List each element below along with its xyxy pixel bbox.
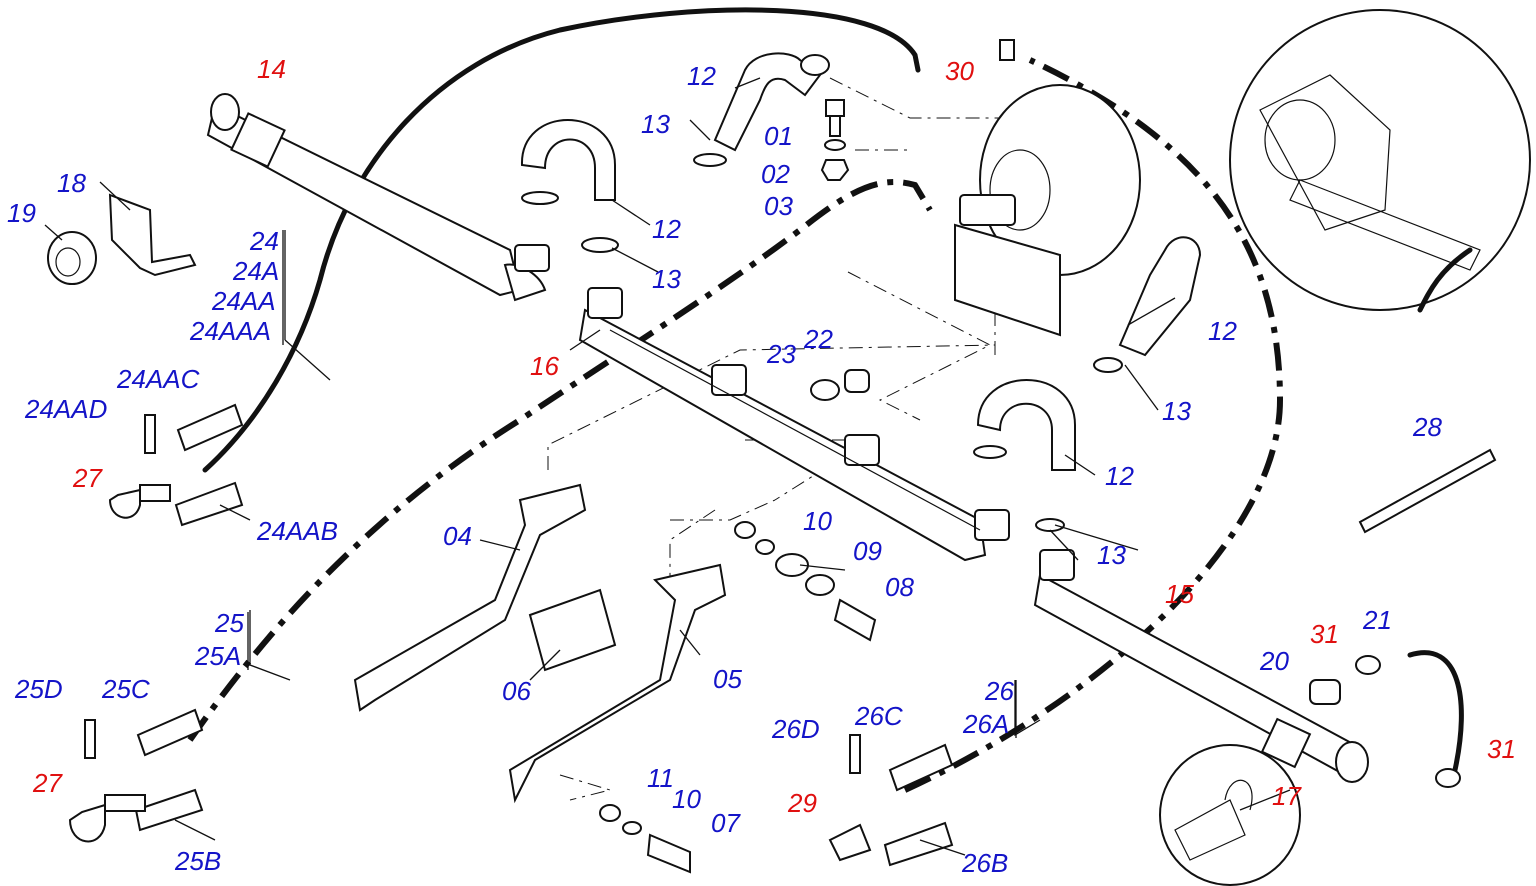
coupler-26 (828, 734, 954, 867)
bracket-18 (108, 193, 197, 277)
label-13-right: 13 (1162, 396, 1191, 426)
label-10-top: 10 (803, 506, 832, 536)
fittings-22-23 (810, 369, 870, 401)
label-22: 22 (803, 324, 833, 354)
label-24AAC: 24AAC (116, 364, 200, 394)
callout-labels: 14 30 16 15 27 27 29 31 31 17 12 12 12 1… (7, 54, 1516, 878)
label-30: 30 (945, 56, 974, 86)
label-28: 28 (1412, 412, 1442, 442)
coupler-24 (108, 403, 244, 527)
label-31-top: 31 (1310, 619, 1339, 649)
label-29: 29 (787, 788, 817, 818)
label-14: 14 (257, 54, 286, 84)
manifold-15 (1033, 549, 1369, 783)
bolt-01 (820, 99, 850, 181)
label-13-top: 13 (641, 109, 670, 139)
label-21: 21 (1362, 605, 1392, 635)
label-01: 01 (764, 121, 793, 151)
hose-26 (903, 57, 1284, 793)
elbow-12-right (1093, 236, 1202, 373)
label-26A: 26A (962, 709, 1009, 739)
label-27-bottom: 27 (32, 768, 63, 798)
label-07: 07 (711, 808, 741, 838)
bracket-04 (353, 483, 587, 712)
hoses (187, 7, 1284, 793)
plate-06 (528, 588, 617, 672)
elbow-12-top (693, 52, 830, 167)
manifold-tube-14 (206, 93, 550, 302)
fittings-20-21-31 (1309, 650, 1464, 788)
label-24AA: 24AA (211, 286, 276, 316)
label-24AAA: 24AAA (189, 316, 271, 346)
blower-30 (954, 39, 1141, 337)
spring-28 (1358, 448, 1497, 534)
label-27-top: 27 (72, 463, 103, 493)
label-26B: 26B (961, 848, 1008, 878)
label-17: 17 (1272, 781, 1302, 811)
leader-lines (44, 77, 1291, 856)
label-26: 26 (984, 676, 1014, 706)
label-24: 24 (249, 226, 279, 256)
elbow-12-left (520, 119, 619, 253)
label-25A: 25A (194, 641, 241, 671)
fasteners-07-10-11 (599, 804, 691, 874)
detail-circle-inset (1229, 9, 1531, 313)
label-24AAD: 24AAD (24, 394, 107, 424)
label-24AAB: 24AAB (256, 516, 338, 546)
label-25D: 25D (14, 674, 63, 704)
label-12-right: 12 (1208, 316, 1237, 346)
label-12-top: 12 (687, 61, 716, 91)
manifold-16 (578, 287, 1010, 562)
cap-19 (47, 231, 97, 285)
label-25: 25 (214, 608, 244, 638)
hose-25 (187, 179, 933, 742)
label-26C: 26C (854, 701, 903, 731)
fasteners-08-09-10 (734, 521, 877, 642)
bracket-05 (508, 563, 727, 804)
label-31-bottom: 31 (1487, 734, 1516, 764)
label-26D: 26D (771, 714, 820, 744)
label-04: 04 (443, 521, 472, 551)
label-13-mid: 13 (1097, 540, 1126, 570)
coupler-25 (68, 708, 204, 843)
label-24A: 24A (232, 256, 279, 286)
label-03: 03 (764, 191, 793, 221)
label-09: 09 (853, 536, 882, 566)
label-12-mid: 12 (1105, 461, 1134, 491)
label-20: 20 (1259, 646, 1289, 676)
label-25C: 25C (101, 674, 150, 704)
label-05: 05 (713, 664, 742, 694)
label-06: 06 (502, 676, 531, 706)
hose-24 (202, 7, 921, 473)
label-19: 19 (7, 198, 36, 228)
label-16: 16 (530, 351, 559, 381)
label-18: 18 (57, 168, 86, 198)
label-02: 02 (761, 159, 790, 189)
elbow-12-mid (973, 379, 1076, 532)
label-23: 23 (766, 339, 796, 369)
label-10-bottom: 10 (672, 784, 701, 814)
label-15: 15 (1165, 579, 1194, 609)
label-13-left: 13 (652, 264, 681, 294)
label-08: 08 (885, 572, 914, 602)
detail-circle-17 (1159, 744, 1301, 886)
label-11: 11 (647, 763, 674, 793)
label-25B: 25B (174, 846, 221, 876)
label-12-left: 12 (652, 214, 681, 244)
